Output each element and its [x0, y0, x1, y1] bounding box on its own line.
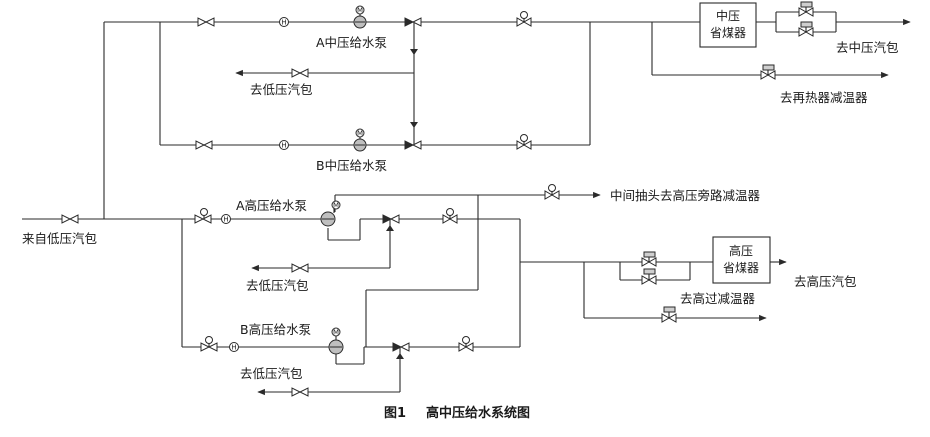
- motor-valve-icon: [458, 336, 474, 352]
- motor-icon: [355, 128, 365, 138]
- label-to-hp-drum: 去高压汽包: [794, 274, 857, 289]
- gate-valve-icon: [291, 68, 309, 78]
- flowmeter-icon: H: [229, 342, 239, 352]
- label-to-lp-drum-3: 去低压汽包: [240, 366, 303, 381]
- gate-valve-icon: [194, 214, 212, 224]
- label-to-lp-drum-1: 去低压汽包: [250, 82, 313, 97]
- label-from-lp-drum: 来自低压汽包: [22, 231, 97, 246]
- svg-text:H: H: [281, 19, 286, 27]
- control-valve-icon: [760, 64, 776, 80]
- pump-b-hp: M: [328, 327, 344, 355]
- svg-text:M: M: [357, 7, 363, 15]
- motor-icon: [355, 5, 365, 15]
- flowmeter-icon: H: [279, 17, 289, 27]
- pump-b-mp: M: [353, 128, 367, 152]
- mp-economizer-label-1: 中压: [716, 8, 740, 23]
- mp-economizer-box: [699, 2, 757, 48]
- label-mid-tap-bypass: 中间抽头去高压旁路减温器: [610, 188, 761, 203]
- flow-arrow-icon: [410, 49, 418, 55]
- flow-arrow-icon: [386, 225, 394, 231]
- flowmeters: H H H H: [221, 17, 289, 352]
- label-pump-b-hp: B高压给水泵: [240, 322, 311, 337]
- label-to-hp-desup: 去高过减温器: [680, 291, 756, 306]
- gate-valve-icon: [291, 263, 309, 273]
- hp-economizer-label-1: 高压: [729, 243, 753, 258]
- check-valve-icon: [404, 140, 415, 150]
- motor-operated-valves: [200, 1, 814, 352]
- control-valve-icon: [798, 21, 814, 37]
- check-valve-icon: [382, 214, 393, 224]
- gate-valve-icon: [291, 387, 309, 397]
- hp-economizer: 高压 省煤器: [712, 236, 771, 284]
- figure-number: 图1: [384, 406, 406, 421]
- mp-economizer: 中压 省煤器: [699, 2, 757, 48]
- gate-valve-icon: [197, 17, 215, 27]
- svg-text:M: M: [333, 202, 339, 210]
- pump-a-hp: M: [320, 200, 341, 227]
- motor-valve-icon: [516, 11, 532, 27]
- svg-text:H: H: [223, 216, 228, 224]
- motor-valve-icon: [516, 134, 532, 150]
- motor-icon: [331, 327, 341, 337]
- motor-valve-icon: [544, 184, 560, 200]
- flowmeter-icon: H: [221, 214, 231, 224]
- pipelines: [22, 11, 911, 396]
- svg-text:H: H: [231, 344, 236, 352]
- label-pump-a-mp: A中压给水泵: [316, 35, 387, 50]
- figure-caption: 图1 高中压给水系统图: [384, 405, 530, 421]
- pump-a-mp: M: [353, 5, 367, 29]
- control-valve-icon: [661, 306, 677, 323]
- control-valve-icon: [798, 1, 814, 17]
- control-valve-icon: [641, 251, 657, 267]
- flow-arrow-icon: [396, 353, 404, 359]
- gate-valve-icon: [195, 140, 213, 150]
- label-to-mp-drum: 去中压汽包: [836, 40, 899, 55]
- figure-title: 高中压给水系统图: [426, 405, 530, 421]
- motor-icon: [331, 200, 341, 210]
- motor-valve-icon: [205, 336, 213, 347]
- gate-valves: [61, 17, 422, 397]
- label-to-lp-drum-2: 去低压汽包: [246, 278, 309, 293]
- gate-valve-icon: [61, 214, 79, 224]
- check-valve-icon: [392, 342, 403, 352]
- motor-valve-icon: [200, 208, 208, 219]
- svg-text:H: H: [281, 142, 286, 150]
- motor-valve-icon: [442, 208, 458, 224]
- hp-economizer-box: [712, 236, 771, 284]
- text-labels: A中压给水泵 去低压汽包 B中压给水泵 去中压汽包 去再热器减温器 来自低压汽包…: [22, 35, 899, 381]
- flowmeter-icon: H: [279, 140, 289, 150]
- flow-arrow-icon: [410, 122, 418, 128]
- svg-text:M: M: [357, 130, 363, 138]
- control-valve-icon: [641, 268, 657, 285]
- label-to-reheater-desup: 去再热器减温器: [780, 90, 868, 105]
- mp-economizer-label-2: 省煤器: [710, 26, 746, 40]
- hp-economizer-label-2: 省煤器: [723, 261, 759, 275]
- label-pump-b-mp: B中压给水泵: [316, 158, 387, 173]
- label-pump-a-hp: A高压给水泵: [236, 198, 307, 213]
- check-valve-icon: [404, 17, 415, 27]
- svg-text:M: M: [333, 329, 339, 337]
